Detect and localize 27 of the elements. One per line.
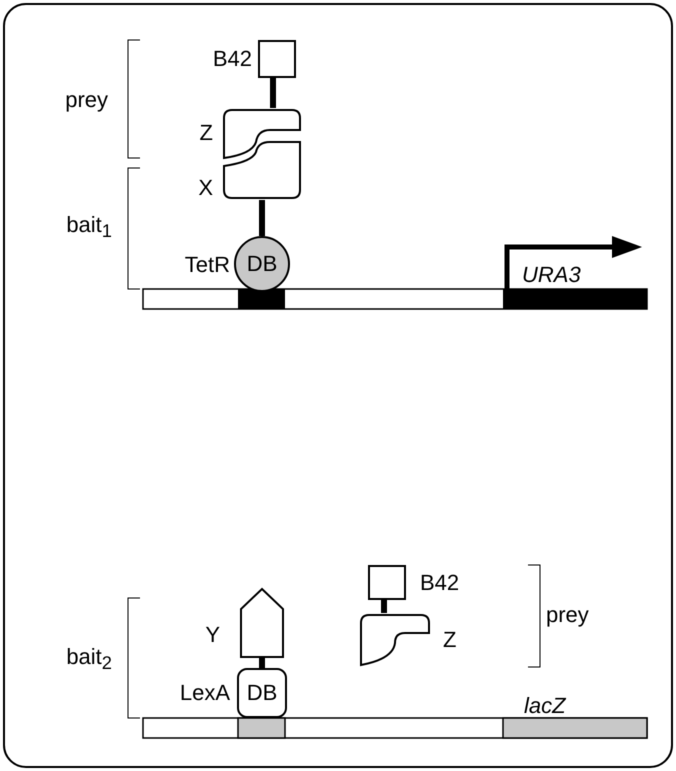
- binding-domain-box: [237, 668, 287, 718]
- linker-line: [381, 600, 387, 613]
- bracket-label: prey: [546, 602, 589, 628]
- linker-line: [270, 78, 276, 108]
- protein-label: B42: [420, 570, 460, 596]
- linker-line: [259, 200, 265, 236]
- bracket-label: prey: [65, 87, 108, 113]
- domain-label: DB: [246, 252, 278, 276]
- protein-domain-shape: [222, 138, 302, 200]
- protein-label: B42: [212, 46, 252, 72]
- protein-label: Z: [443, 627, 456, 653]
- protein-domain-shape: [222, 108, 302, 160]
- gene-label: URA3: [522, 262, 581, 288]
- bracket-label: bait$_{2}$: [66, 644, 112, 676]
- domain-label: DB: [246, 681, 278, 705]
- gene-label: lacZ: [524, 693, 566, 719]
- protein-label: LexA: [180, 680, 230, 706]
- bracket-label: bait$_{1}$: [66, 212, 112, 244]
- domain-box: [258, 40, 296, 78]
- protein-label: Y: [205, 622, 220, 648]
- linker-line: [259, 658, 265, 668]
- domain-box: [368, 565, 406, 600]
- binding-domain-circle: [234, 236, 290, 292]
- protein-label: TetR: [184, 252, 230, 278]
- protein-label: X: [198, 175, 213, 201]
- protein-label: Z: [200, 120, 213, 146]
- protein-domain-shape: [240, 588, 284, 658]
